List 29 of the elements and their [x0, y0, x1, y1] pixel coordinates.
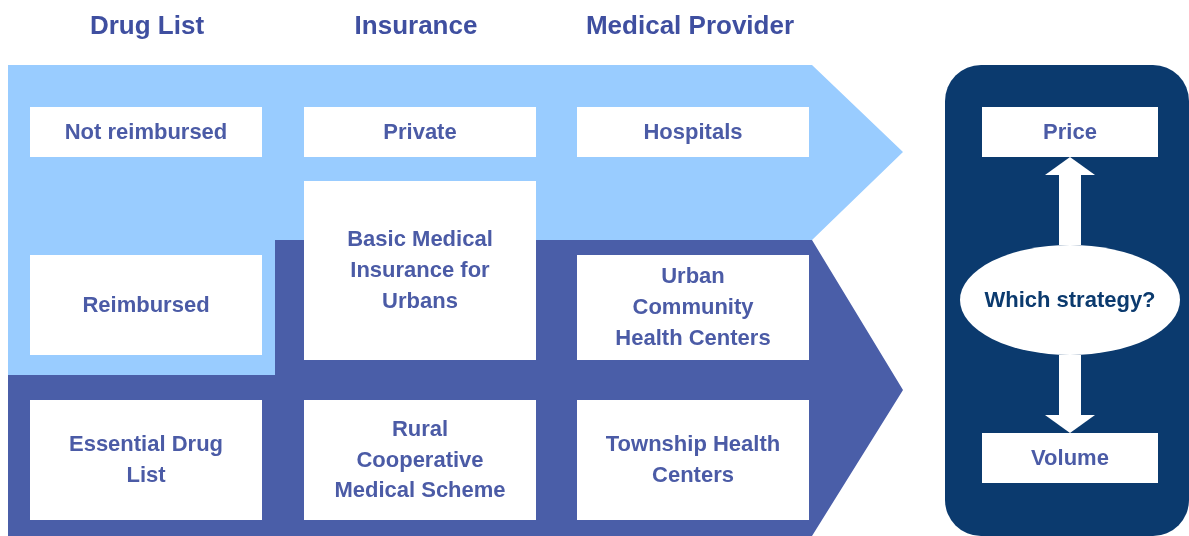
box-text: Essential Drug List	[67, 430, 224, 489]
block-arrow	[1045, 157, 1095, 245]
category-box	[577, 255, 809, 360]
box-text: Price	[1043, 117, 1097, 146]
column-heading: Insurance	[354, 10, 478, 42]
box-text: Township Health Centers	[604, 430, 782, 489]
box-text: Not reimbursed	[64, 117, 228, 146]
box-text: Volume	[1031, 443, 1109, 472]
box-text: Which strategy?	[984, 285, 1156, 314]
box-text: Urban Community Health Centers	[614, 262, 772, 352]
outcome-box	[982, 433, 1158, 483]
box-text: Private	[383, 117, 457, 146]
category-box	[30, 255, 262, 355]
column-heading: Medical Provider	[585, 10, 795, 42]
category-box	[304, 107, 536, 157]
outcome-box	[982, 107, 1158, 157]
column-heading: Drug List	[89, 10, 205, 42]
category-box	[30, 107, 262, 157]
category-box	[577, 400, 809, 520]
category-box	[304, 181, 536, 360]
box-text: Basic Medical Insurance for Urbans	[346, 225, 494, 315]
block-arrow	[1045, 355, 1095, 433]
category-box	[577, 107, 809, 157]
strategy-panel	[945, 65, 1189, 536]
box-text: Hospitals	[643, 117, 743, 146]
category-box	[30, 400, 262, 520]
box-text: Rural Cooperative Medical Scheme	[333, 414, 507, 505]
category-box	[304, 400, 536, 520]
box-text: Reimbursed	[82, 290, 210, 319]
